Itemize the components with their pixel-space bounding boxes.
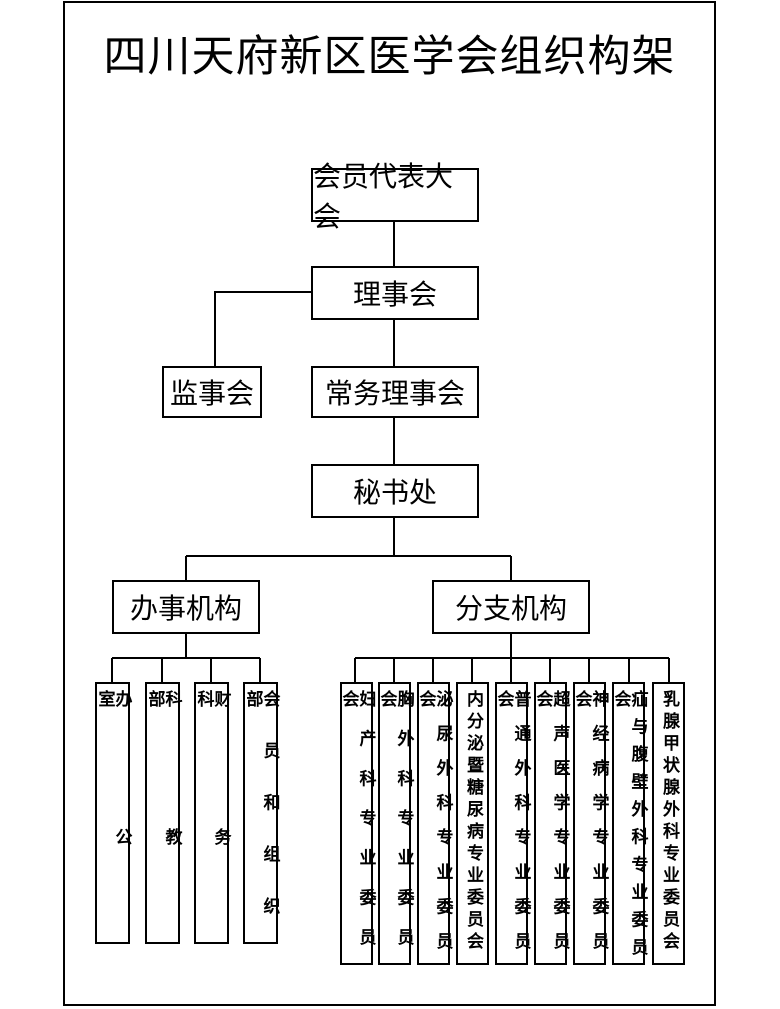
admin-unit-label: 办公室 [94,690,132,942]
supervisors-box: 监事会 [162,366,262,418]
diagram-frame [63,1,716,1006]
council-box: 理事会 [311,266,479,320]
sub-unit-urology: 泌尿外科专业委员会 [415,682,453,965]
sub-unit-label: 乳腺甲状腺外科专业委员会 [659,690,679,954]
admin-branch-label: 办事机构 [129,592,242,625]
sub-unit-neurology: 神经病学专业委员会 [571,682,609,965]
admin-branch-box: 办事机构 [112,580,260,634]
sub-unit-label: 超声医学专业委员会 [532,690,570,963]
secretariat-box: 秘书处 [311,464,479,518]
assembly-box: 会员代表大会 [311,160,479,233]
standing-council-box: 常务理事会 [311,366,479,418]
sub-unit-breast-thyroid: 乳腺甲状腺外科专业委员会 [652,682,685,965]
sub-branch-box: 分支机构 [432,580,590,634]
admin-unit-label: 财务科 [193,690,231,942]
sub-unit-general-surgery: 普通外科专业委员会 [493,682,531,965]
standing-council-label: 常务理事会 [324,377,465,410]
sub-unit-label: 胸外科专业委员会 [376,690,414,963]
sub-unit-label: 内分泌暨糖尿病专业委员会 [463,690,483,954]
admin-unit-membership: 会员和组织部 [242,682,280,944]
sub-unit-label: 泌尿外科专业委员会 [415,690,453,963]
sub-unit-obgyn: 妇产科专业委员会 [338,682,376,965]
connector-council-supervisors [214,291,311,366]
sub-unit-label: 普通外科专业委员会 [493,690,531,963]
secretariat-label: 秘书处 [352,476,437,509]
assembly-label: 会员代表大会 [313,160,454,233]
sub-unit-thoracic: 胸外科专业委员会 [376,682,414,965]
supervisors-label: 监事会 [169,377,254,410]
admin-unit-label: 科教部 [144,690,182,942]
sub-unit-hernia: 疝与腹壁外科专业委员会 [610,682,648,965]
sub-unit-ultrasound: 超声医学专业委员会 [532,682,570,965]
admin-unit-finance: 财务科 [193,682,231,944]
sub-branch-label: 分支机构 [454,592,567,625]
sub-unit-label: 疝与腹壁外科专业委员会 [610,690,648,963]
admin-unit-education: 科教部 [144,682,182,944]
sub-unit-endocrine: 内分泌暨糖尿病专业委员会 [456,682,489,965]
council-label: 理事会 [352,278,437,311]
admin-unit-office: 办公室 [94,682,132,944]
diagram-title: 四川天府新区医学会组织构架 [103,32,676,82]
admin-unit-label: 会员和组织部 [242,690,280,942]
sub-unit-label: 神经病学专业委员会 [571,690,609,963]
sub-unit-label: 妇产科专业委员会 [338,690,376,963]
